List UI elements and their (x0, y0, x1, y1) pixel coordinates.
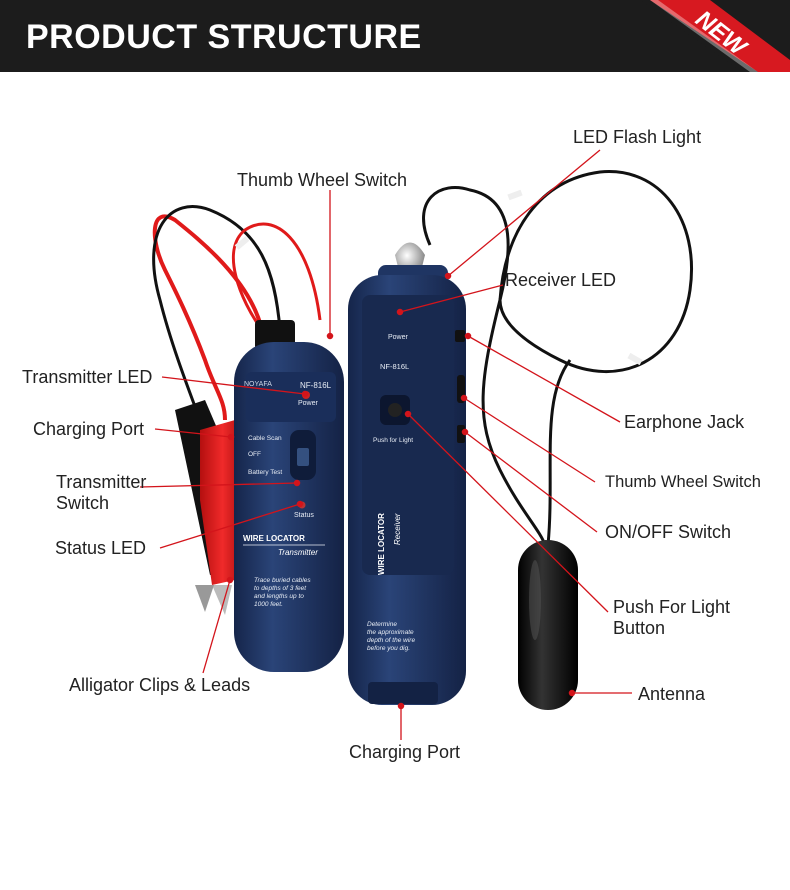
receiver-subtitle: Receiver (393, 513, 402, 545)
transmitter-desc-4: 1000 feet. (254, 601, 283, 608)
alligator-clips (175, 400, 245, 615)
transmitter-power-text: Power (298, 400, 319, 407)
label-charging-port-bottom: Charging Port (349, 742, 461, 762)
label-transmitter-switch-1: Transmitter (56, 472, 147, 492)
receiver-push-text: Push for Light (373, 437, 413, 444)
switch-cable-scan: Cable Scan (248, 435, 282, 442)
label-thumb-wheel-switch-right: Thumb Wheel Switch (605, 473, 761, 491)
switch-off: OFF (248, 451, 261, 458)
transmitter-status-text: Status (294, 512, 314, 519)
receiver-desc-1: Determine (367, 621, 397, 628)
label-earphone-jack: Earphone Jack (624, 412, 745, 432)
label-thumb-wheel-switch-top: Thumb Wheel Switch (237, 170, 408, 190)
transmitter-brand: NOYAFA (244, 381, 272, 388)
label-led-flash-light: LED Flash Light (573, 127, 702, 147)
label-on-off-switch: ON/OFF Switch (605, 522, 732, 542)
header-bar: PRODUCT STRUCTURE NEW (0, 0, 790, 72)
receiver-desc-4: before you dig. (367, 645, 410, 652)
label-transmitter-led: Transmitter LED (22, 367, 153, 387)
receiver-model: NF-816L (380, 362, 409, 371)
label-transmitter-switch-2: Switch (56, 493, 110, 513)
label-alligator-clips: Alligator Clips & Leads (69, 675, 251, 695)
new-ribbon: NEW (640, 0, 790, 72)
transmitter-desc-3: and lengths up to (254, 593, 304, 600)
transmitter-device: NOYAFA NF-816L Power Cable Scan OFF Batt… (234, 320, 344, 672)
receiver-title: WIRE LOCATOR (377, 513, 386, 575)
label-receiver-led: Receiver LED (505, 270, 617, 290)
transmitter-subtitle: Transmitter (278, 548, 318, 557)
label-antenna: Antenna (638, 684, 706, 704)
red-leads (152, 205, 322, 421)
label-push-for-light-1: Push For Light (613, 597, 731, 617)
switch-battery-test: Battery Test (248, 469, 282, 476)
transmitter-model: NF-816L (300, 381, 332, 390)
label-status-led: Status LED (55, 538, 147, 558)
page-title: PRODUCT STRUCTURE (26, 18, 422, 56)
receiver-device: Power NF-816L Push for Light WIRE LOCATO… (348, 242, 466, 705)
receiver-desc-3: depth of the wire (367, 637, 415, 644)
receiver-desc-2: the approximate (367, 629, 414, 636)
receiver-power-text: Power (388, 334, 409, 341)
label-push-for-light-2: Button (613, 618, 666, 638)
transmitter-desc-1: Trace buried cables (254, 577, 311, 584)
transmitter-title: WIRE LOCATOR (243, 534, 305, 543)
leader-lines (139, 149, 632, 740)
label-charging-port-left: Charging Port (33, 419, 145, 439)
antenna (518, 540, 578, 710)
transmitter-desc-2: to depths of 3 feet (254, 585, 307, 592)
